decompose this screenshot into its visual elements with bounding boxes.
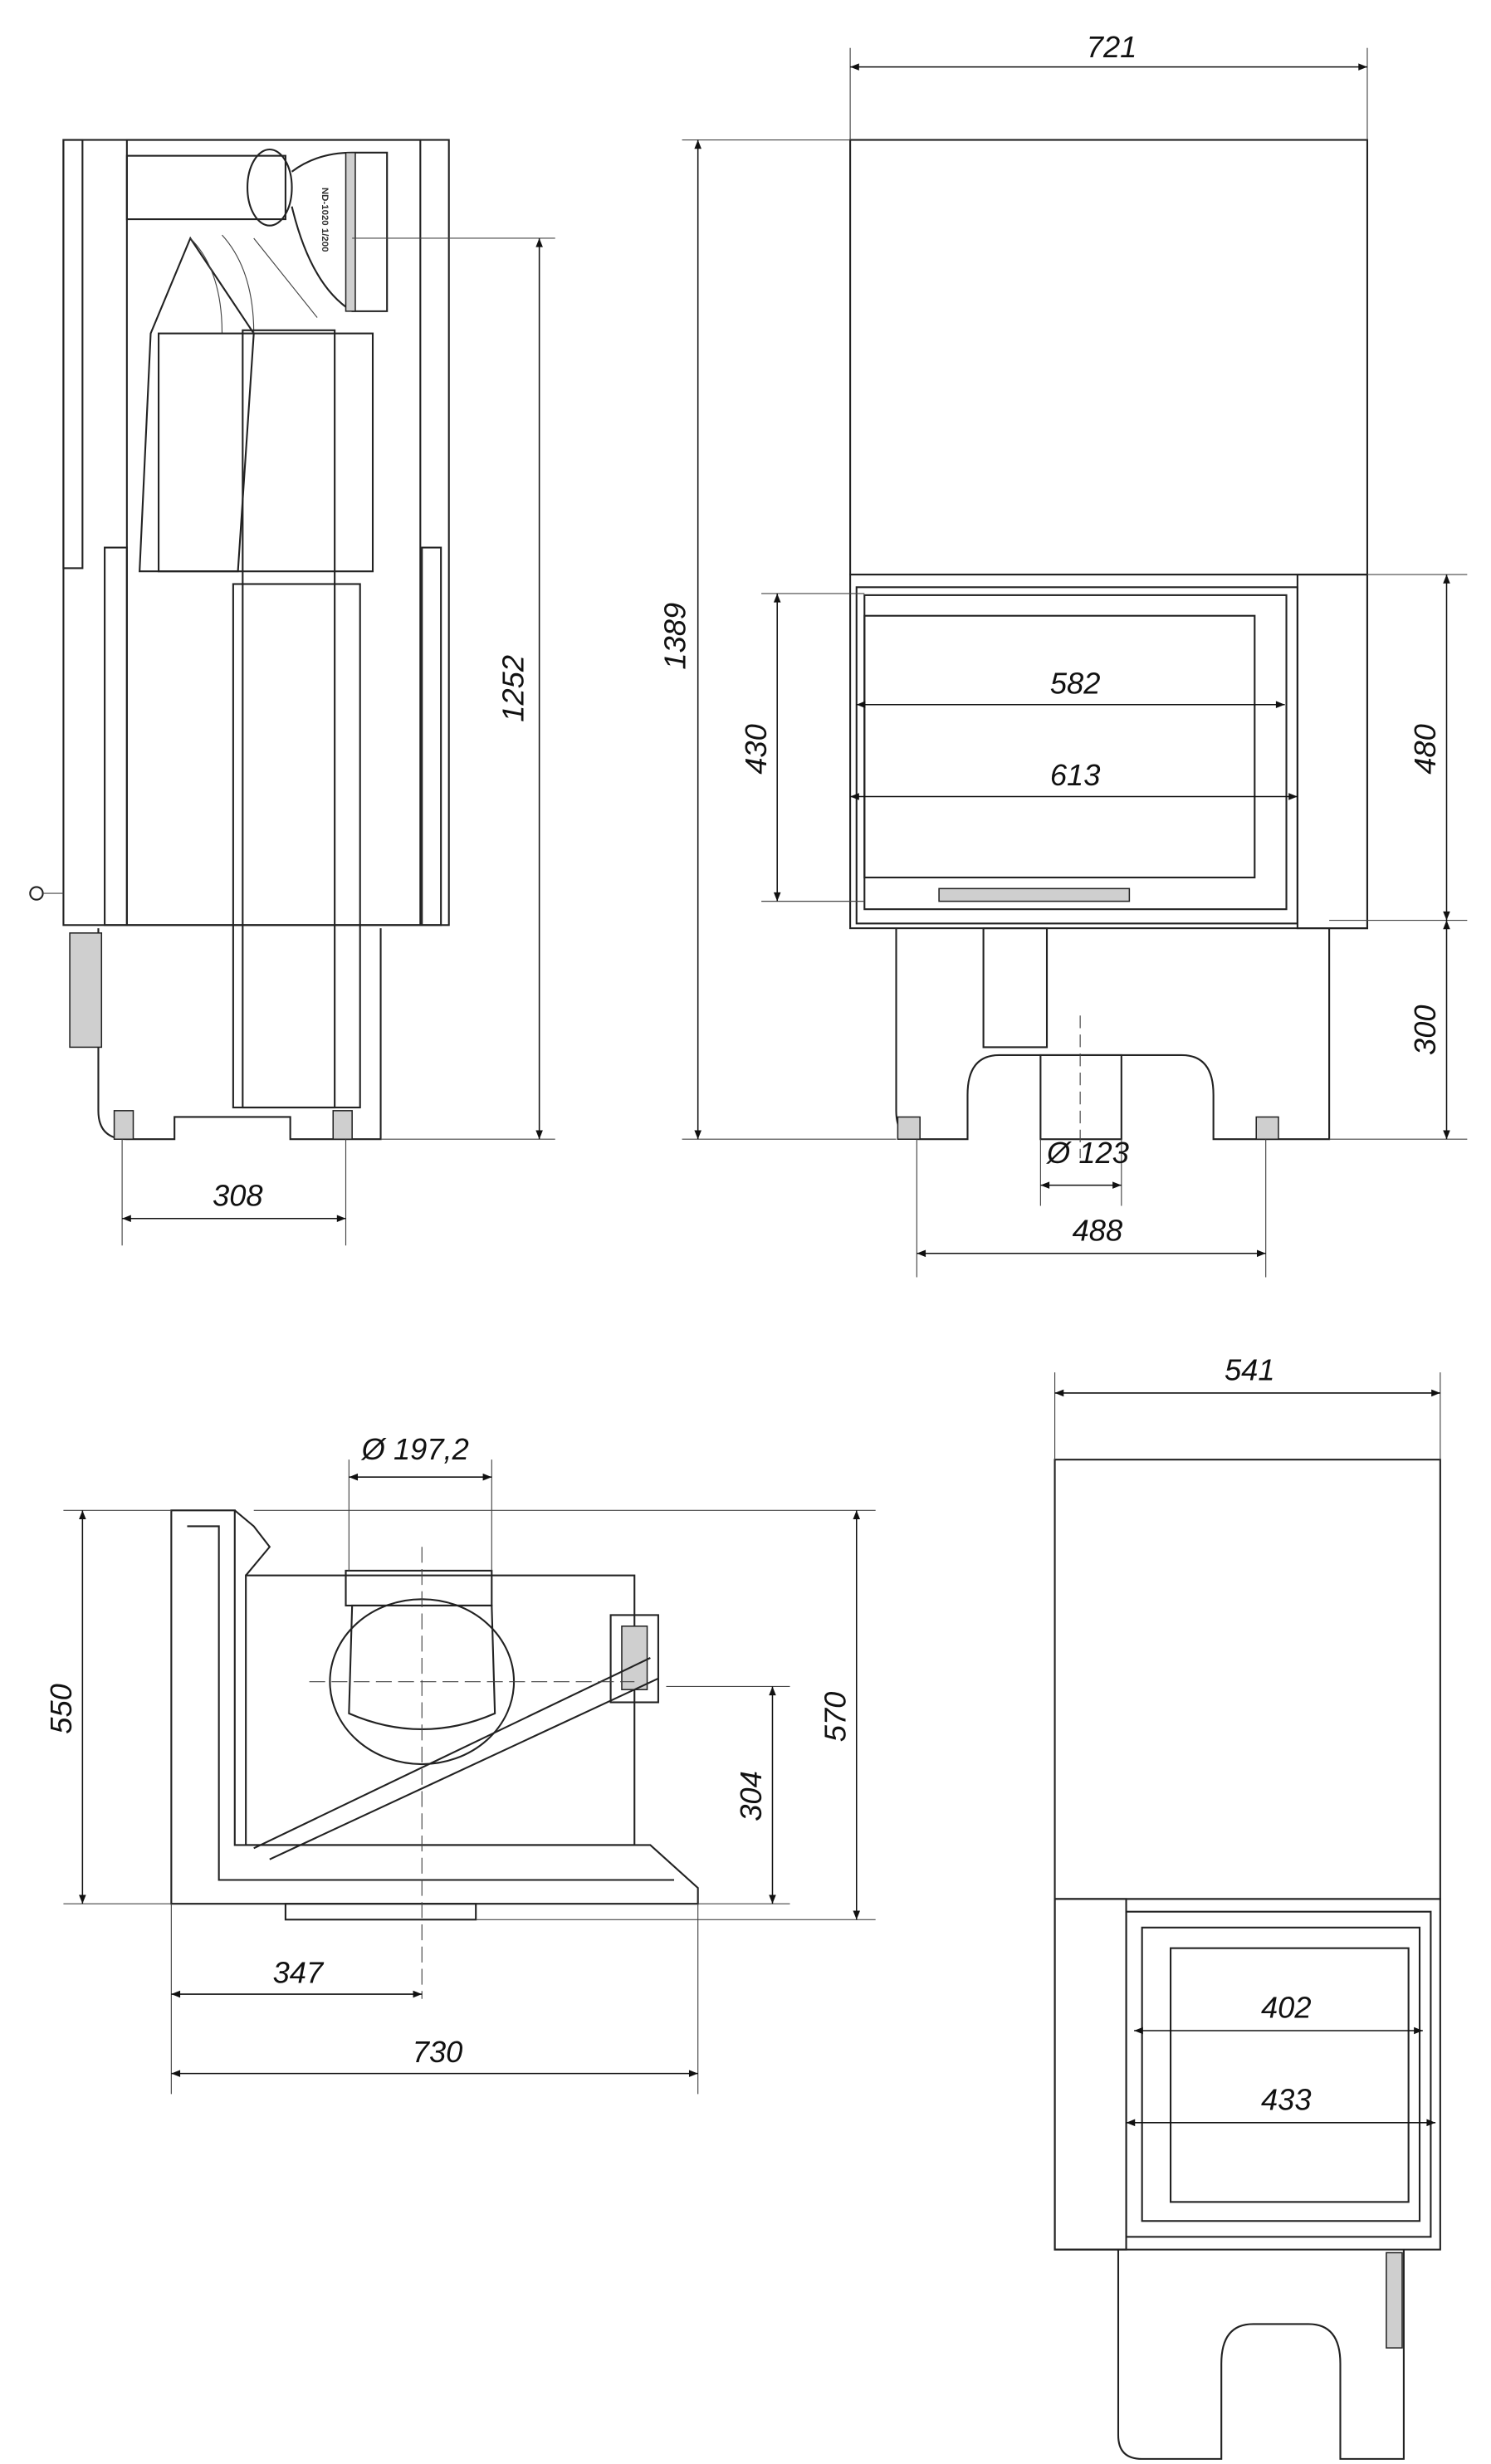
dim-plan-width: 730 [413, 2035, 463, 2069]
dim-side-width: 541 [1225, 1353, 1275, 1387]
dim-flue-offset-x: 347 [273, 1956, 325, 1990]
dim-total-height: 1389 [658, 603, 692, 670]
dim-flue-diameter: Ø 197,2 [361, 1432, 469, 1466]
dim-side-glass-width: 402 [1261, 1991, 1312, 2025]
pipe-label: ND-1020 1/200 [320, 188, 330, 252]
dim-flue-offset-y: 304 [734, 1771, 768, 1821]
dim-frame-height: 480 [1408, 724, 1442, 775]
front-view: 721 1389 430 480 300 582 613 Ø 123 488 [658, 30, 1468, 1278]
plan-view: Ø 197,2 550 570 304 347 730 [44, 1432, 876, 2095]
dim-frame-width: 613 [1050, 758, 1101, 792]
dim-depth-left: 550 [44, 1684, 78, 1734]
side-front-view: 541 402 433 [1053, 1353, 1441, 2460]
dim-glass-width: 582 [1050, 666, 1101, 700]
dim-front-width: 721 [1087, 30, 1137, 64]
dim-side-frame-width: 433 [1261, 2083, 1312, 2117]
dim-glass-height: 430 [739, 724, 773, 775]
dim-front-foot-spacing: 488 [1073, 1214, 1123, 1248]
dim-air-inlet: Ø 123 [1046, 1136, 1129, 1170]
dim-depth-right: 570 [818, 1692, 852, 1743]
dim-base-height: 300 [1408, 1005, 1442, 1055]
side-section-view: ND-1020 1/200 1252 308 [29, 139, 555, 1246]
dim-side-height: 1252 [496, 655, 530, 722]
dim-side-foot-spacing: 308 [213, 1178, 263, 1212]
